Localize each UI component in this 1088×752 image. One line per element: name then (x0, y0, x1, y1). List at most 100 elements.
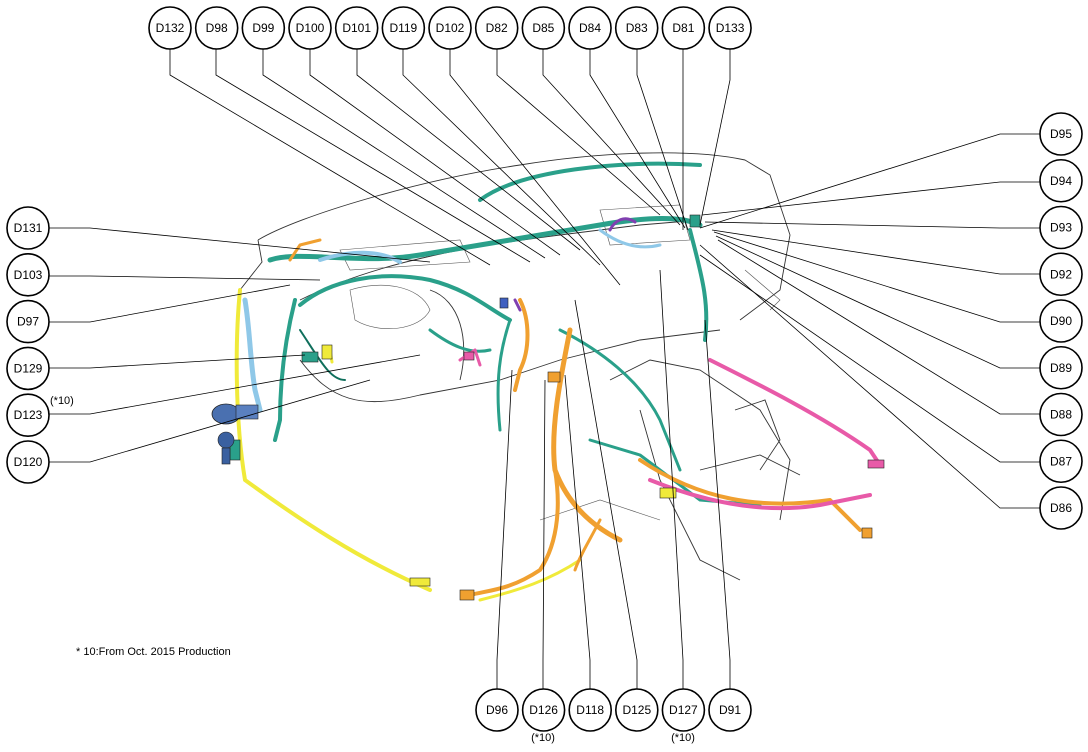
callout-circle (708, 688, 752, 732)
callout-label: D86 (1050, 501, 1072, 515)
callout-label: D131 (14, 221, 43, 235)
callout-d100: D100 (288, 6, 332, 50)
callout-d96: D96 (475, 688, 519, 732)
callout-circle (568, 688, 613, 732)
callout-circle (241, 6, 286, 50)
callout-circle (661, 688, 706, 732)
callout-d126: D126 (521, 688, 566, 732)
callout-d103: D103 (6, 252, 50, 297)
steering-column-component (211, 403, 259, 465)
callout-circle (6, 346, 50, 391)
callout-label: D94 (1050, 174, 1072, 188)
callout-label: D126 (529, 703, 558, 717)
footnote: * 10:From Oct. 2015 Production (76, 646, 231, 658)
callout-circle (194, 6, 239, 50)
callout-d101: D101 (334, 6, 379, 50)
callout-label: D82 (486, 21, 508, 35)
callout-d127: D127 (661, 688, 706, 732)
callout-d125: D125 (614, 688, 659, 732)
callout-label: D88 (1050, 408, 1072, 422)
callout-d97: D97 (6, 299, 50, 344)
callout-circle (1039, 486, 1083, 530)
callout-label: D127 (669, 703, 698, 717)
callout-label: D97 (17, 315, 39, 329)
callout-circle (661, 6, 706, 50)
harness-orange (288, 238, 862, 597)
callout-label: D101 (342, 21, 371, 35)
callout-label: D100 (296, 21, 325, 35)
callout-d129: D129 (6, 346, 50, 391)
callout-d84: D84 (568, 6, 612, 50)
callout-d85: D85 (521, 6, 566, 50)
callout-d120: D120 (6, 440, 50, 484)
callout-label: D90 (1050, 314, 1072, 328)
callout-d94: D94 (1039, 158, 1083, 203)
leader-lines (48, 48, 1042, 690)
callout-circle (1039, 439, 1083, 484)
callout-circle (334, 6, 379, 50)
callout-circle (288, 6, 332, 50)
callout-label: D83 (626, 21, 648, 35)
callout-circle (568, 6, 612, 50)
callout-d99: D99 (241, 6, 286, 50)
callout-d82: D82 (474, 6, 519, 50)
callout-d132: D132 (148, 6, 192, 50)
d123-note: (*10) (50, 395, 74, 407)
callout-label: D84 (579, 21, 601, 35)
d127-note: (*10) (671, 732, 695, 744)
callout-label: D133 (716, 21, 745, 35)
callout-circle (1039, 299, 1083, 343)
callout-label: D129 (14, 361, 43, 375)
callout-d95: D95 (1039, 112, 1083, 156)
callout-label: D95 (1050, 127, 1072, 141)
callout-d91: D91 (708, 688, 752, 732)
callout-label: D119 (389, 21, 417, 35)
callout-d90: D90 (1039, 299, 1083, 343)
callout-circle (1039, 205, 1083, 250)
d126-note: (*10) (531, 732, 555, 744)
callout-label: D123 (14, 408, 43, 422)
callout-d89: D89 (1039, 345, 1083, 390)
callout-label: D89 (1050, 361, 1072, 375)
callout-d93: D93 (1039, 205, 1083, 250)
callout-circle (6, 206, 50, 250)
callout-label: D91 (719, 703, 741, 717)
callout-d87: D87 (1039, 439, 1083, 484)
callout-circle (708, 6, 752, 50)
callout-d83: D83 (614, 6, 659, 50)
callout-circle (521, 688, 566, 732)
callout-d81: D81 (661, 6, 706, 50)
callout-label: D81 (672, 21, 694, 35)
callout-label: D120 (14, 455, 43, 469)
callout-d92: D92 (1039, 252, 1083, 297)
callout-circle (6, 440, 50, 484)
callout-circle (6, 252, 50, 297)
callout-circle (381, 6, 426, 50)
harness-purple (513, 217, 637, 312)
callout-label: D85 (532, 21, 554, 35)
callout-d133: D133 (708, 6, 752, 50)
callout-circle (614, 6, 659, 50)
callout-label: D125 (622, 703, 651, 717)
callout-label: D99 (252, 21, 274, 35)
callout-circle (1039, 252, 1083, 297)
callout-label: D98 (206, 21, 228, 35)
callout-circle (475, 688, 519, 732)
callout-circle (1039, 392, 1083, 437)
callout-label: D118 (576, 703, 604, 717)
callout-label: D102 (436, 21, 465, 35)
callout-circle (428, 6, 472, 50)
callout-circle (148, 6, 192, 50)
callout-label: D103 (14, 268, 43, 282)
connector-blocks (229, 214, 885, 601)
callout-d102: D102 (428, 6, 472, 50)
callout-circle (614, 688, 659, 732)
callout-label: D87 (1050, 454, 1072, 468)
callout-circle (6, 393, 50, 438)
callout-d88: D88 (1039, 392, 1083, 437)
callout-d123: D123 (6, 393, 50, 438)
callout-label: D93 (1050, 221, 1072, 235)
callout-d86: D86 (1039, 486, 1083, 530)
